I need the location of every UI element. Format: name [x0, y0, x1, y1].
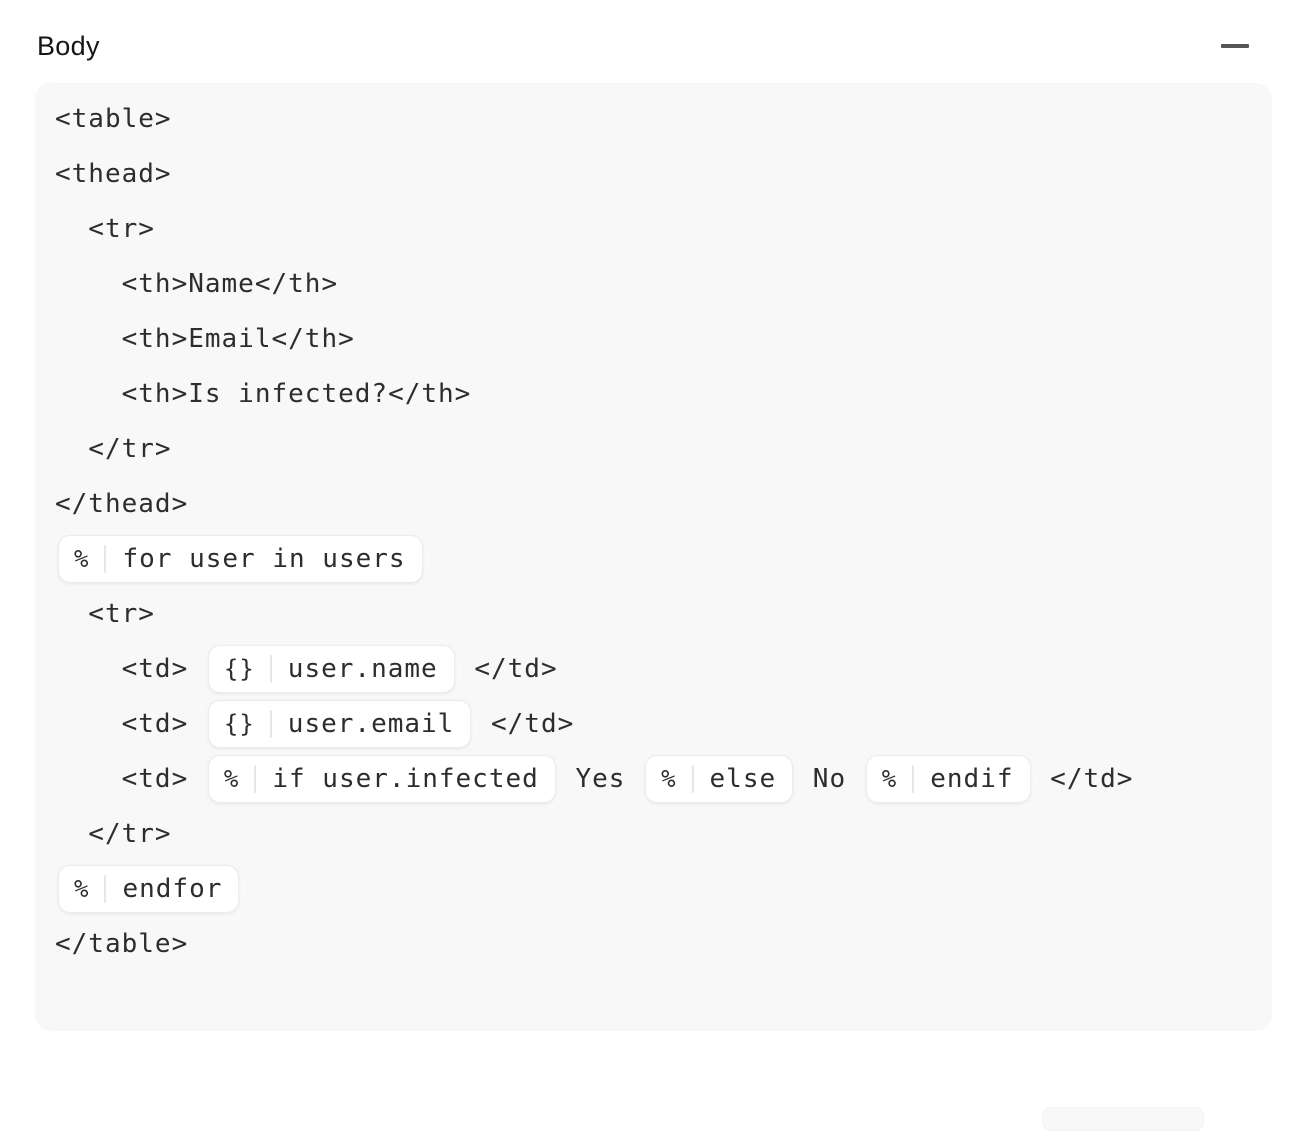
pill-divider [269, 709, 272, 738]
code-line: <tr> [55, 201, 1252, 256]
code-line: % endfor [55, 861, 1252, 916]
pill-divider [691, 764, 694, 793]
code-line: <th>Email</th> [55, 311, 1252, 366]
statement-symbol: % [223, 764, 240, 793]
pill-divider [269, 654, 272, 683]
template-tag-user-email[interactable]: {} user.email [207, 699, 472, 748]
code-text: <tr> [55, 213, 155, 244]
pill-divider [254, 764, 257, 793]
code-line: </tr> [55, 806, 1252, 861]
code-text: <th>Email</th> [55, 323, 355, 354]
template-tag-label: user.email [287, 708, 455, 739]
code-text: </thead> [55, 488, 189, 519]
code-line: </table> [55, 916, 1252, 971]
code-text: <table> [55, 103, 172, 134]
statement-symbol: % [661, 764, 677, 793]
collapse-button[interactable] [1220, 31, 1250, 61]
code-line: <td> {} user.email </td> [55, 696, 1252, 751]
code-line: <thead> [55, 146, 1252, 201]
template-tag-if[interactable]: % if user.infected [207, 754, 556, 803]
code-text: <td> [55, 763, 205, 794]
expression-symbol: {} [223, 654, 255, 683]
code-text: </td> [457, 653, 558, 684]
partially-visible-element [1042, 1107, 1204, 1131]
template-tag-label: if user.infected [272, 763, 539, 794]
code-text: Yes [558, 763, 643, 794]
code-text: <td> [55, 708, 205, 739]
template-tag-label: endif [930, 763, 1014, 794]
code-line: </tr> [55, 421, 1252, 476]
template-tag-label: else [709, 763, 777, 794]
code-line: <table> [55, 91, 1252, 146]
code-line: <th>Is infected?</th> [55, 366, 1252, 421]
code-line: <th>Name</th> [55, 256, 1252, 311]
code-text: </tr> [55, 818, 172, 849]
code-line: <td> {} user.name </td> [55, 641, 1252, 696]
template-tag-label: for user in users [122, 543, 406, 574]
template-tag-else[interactable]: % else [645, 754, 794, 803]
code-text: <td> [55, 653, 205, 684]
code-text: </tr> [55, 433, 172, 464]
template-tag-label: endfor [122, 873, 223, 904]
template-tag-user-name[interactable]: {} user.name [207, 644, 455, 693]
pill-divider [104, 544, 107, 573]
body-template-editor[interactable]: <table> <thead> <tr> <th>Name</th> <th>E… [35, 83, 1272, 1031]
code-text: </td> [474, 708, 575, 739]
code-line: <tr> [55, 586, 1252, 641]
template-tag-for[interactable]: % for user in users [58, 534, 423, 583]
code-text: No [796, 763, 863, 794]
section-title: Body [37, 30, 100, 61]
code-text: <th>Is infected?</th> [55, 378, 472, 409]
code-text: <thead> [55, 158, 172, 189]
code-line: % for user in users [55, 531, 1252, 586]
statement-symbol: % [881, 764, 898, 793]
pill-divider [104, 874, 107, 903]
expression-symbol: {} [223, 709, 255, 738]
code-line: </thead> [55, 476, 1252, 531]
section-header: Body [0, 0, 1300, 62]
minus-icon [1221, 44, 1249, 48]
code-text: </table> [55, 928, 189, 959]
template-tag-endfor[interactable]: % endfor [58, 864, 240, 913]
code-text: <tr> [55, 598, 155, 629]
template-tag-endif[interactable]: % endif [865, 754, 1031, 803]
statement-symbol: % [74, 544, 90, 573]
code-text: </td> [1033, 763, 1134, 794]
statement-symbol: % [74, 874, 90, 903]
code-line: <td> % if user.infected Yes % else No % … [55, 751, 1252, 806]
template-tag-label: user.name [287, 653, 438, 684]
pill-divider [912, 764, 915, 793]
code-text: <th>Name</th> [55, 268, 339, 299]
